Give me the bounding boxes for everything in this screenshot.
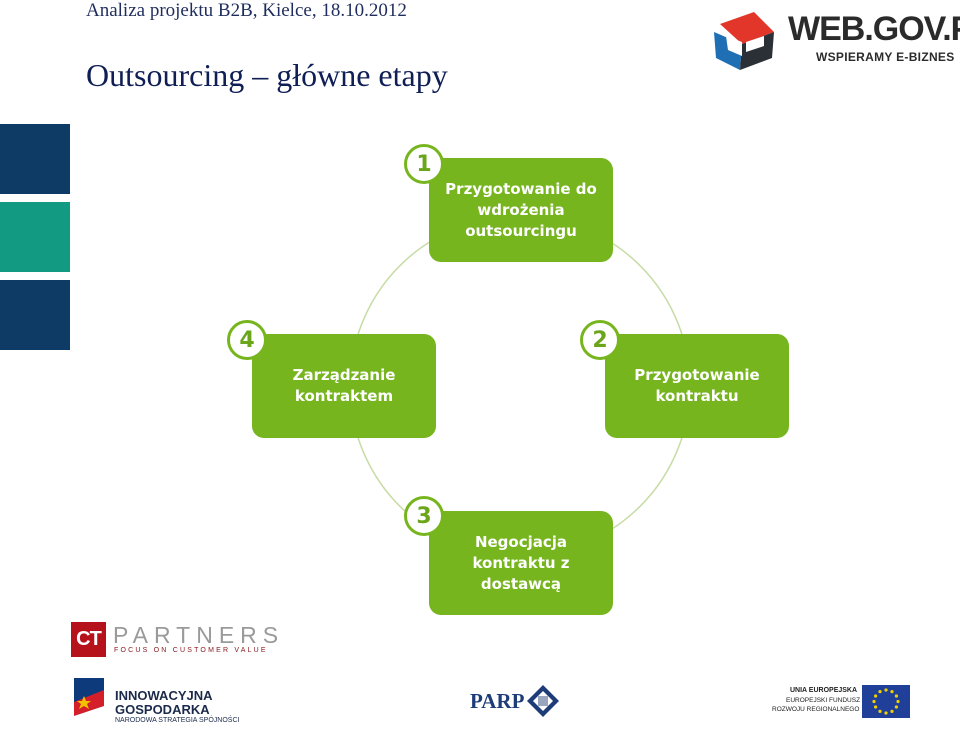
step-4-box: Zarządzanie kontraktem (252, 334, 436, 438)
ctpartners-logo-name: PARTNERS (113, 622, 285, 648)
step-1-number: 1 (404, 144, 444, 184)
ctpartners-logo-mark: CT (71, 622, 106, 657)
innowacyjna-flag-icon (74, 678, 104, 726)
eu-flag-icon (862, 685, 910, 718)
step-3-box: Negocjacja kontraktu z dostawcą (429, 511, 613, 615)
eu-logo-line1: UNIA EUROPEJSKA (790, 687, 858, 694)
webgov-logo-name: WEB.GOV.PL (788, 10, 960, 48)
eu-logo-line2: EUROPEJSKI FUNDUSZ (786, 697, 861, 704)
slide-title: Outsourcing – główne etapy (86, 57, 448, 93)
webgov-logo-tagline: WSPIERAMY E-BIZNES (816, 50, 955, 64)
innowacyjna-line1: INNOWACYJNA (115, 688, 213, 703)
step-1-box: Przygotowanie do wdrożenia outsourcingu (429, 158, 613, 262)
step-2-box: Przygotowanie kontraktu (605, 334, 789, 438)
eu-logo: UNIA EUROPEJSKA EUROPEJSKI FUNDUSZ ROZWO… (770, 684, 915, 720)
innowacyjna-gospodarka-logo: INNOWACYJNA GOSPODARKA NARODOWA STRATEGI… (70, 676, 250, 728)
parp-logo-name: PARP (470, 689, 525, 713)
innowacyjna-line3: NARODOWA STRATEGIA SPÓJNOŚCI (115, 717, 240, 724)
ctpartners-logo: CT PARTNERS FOCUS ON CUSTOMER VALUE (71, 622, 278, 658)
parp-logo: PARP (470, 684, 562, 720)
parp-logo-mark-icon (527, 685, 559, 717)
step-2-number: 2 (580, 320, 620, 360)
side-bar-teal (0, 202, 70, 272)
innowacyjna-line2: GOSPODARKA (115, 702, 210, 717)
webgov-logo-mark-icon (714, 12, 774, 70)
presentation-subtitle: Analiza projektu B2B, Kielce, 18.10.2012 (86, 0, 407, 21)
ctpartners-logo-tagline: FOCUS ON CUSTOMER VALUE (114, 647, 268, 654)
webgov-logo: WEB.GOV.PL WSPIERAMY E-BIZNES (712, 8, 960, 74)
side-bar-navy-top (0, 124, 70, 194)
step-3-number: 3 (404, 496, 444, 536)
step-4-number: 4 (227, 320, 267, 360)
eu-logo-line3: ROZWOJU REGIONALNEGO (772, 706, 860, 713)
side-bar-navy-bottom (0, 280, 70, 350)
